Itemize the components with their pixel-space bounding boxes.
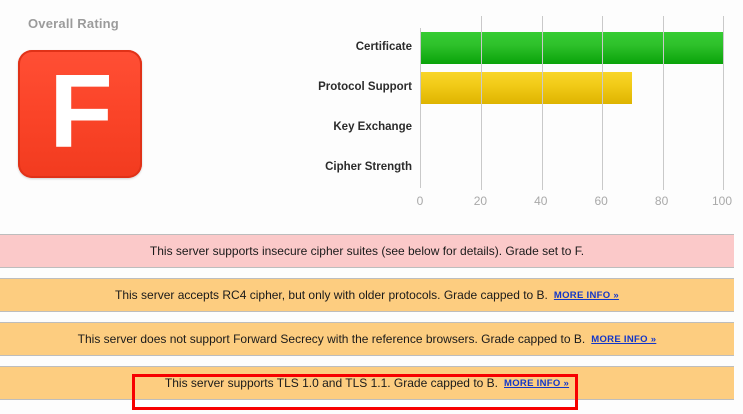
chart-gridline [602,16,604,190]
chart-xtick-60: 60 [594,194,608,208]
chart-label-cipher-strength: Cipher Strength [325,161,412,173]
banner-message-text: This server supports insecure cipher sui… [149,244,585,258]
grade-letter: F [49,54,113,170]
chart-xtick-40: 40 [534,194,548,208]
chart-gridline [541,16,543,190]
banner-message-text: This server does not support Forward Sec… [77,332,586,346]
message-banner: This server supports TLS 1.0 and TLS 1.1… [0,366,734,400]
message-banner: This server accepts RC4 cipher, but only… [0,278,734,312]
chart-xtick-0: 0 [416,194,424,208]
chart-label-key-exchange: Key Exchange [333,121,412,133]
more-info-link[interactable]: MORE INFO » [591,334,657,345]
chart-label-protocol-support: Protocol Support [318,81,412,93]
chart-plot-area [420,16,724,190]
chart-xtick-100: 100 [711,194,733,208]
chart-xtick-20: 20 [473,194,488,208]
more-info-link[interactable]: MORE INFO » [553,290,619,301]
chart-label-certificate: Certificate [355,41,412,53]
chart-gridline [481,16,483,190]
banner-message-text: This server accepts RC4 cipher, but only… [115,288,548,302]
chart-bar-protocol-support [421,72,633,104]
message-banner: This server supports insecure cipher sui… [0,234,734,268]
chart-gridline [723,16,724,190]
chart-gridline [662,16,664,190]
message-banner-list: This server supports insecure cipher sui… [0,234,743,410]
message-banner: This server does not support Forward Sec… [0,322,734,356]
more-info-link[interactable]: MORE INFO » [504,378,570,389]
chart-bar-certificate [421,32,723,64]
overall-rating-title: Overall Rating [28,16,119,31]
overall-grade-badge: F [18,50,142,178]
chart-xtick-80: 80 [654,194,669,208]
banner-message-text: This server supports TLS 1.0 and TLS 1.1… [164,376,498,390]
